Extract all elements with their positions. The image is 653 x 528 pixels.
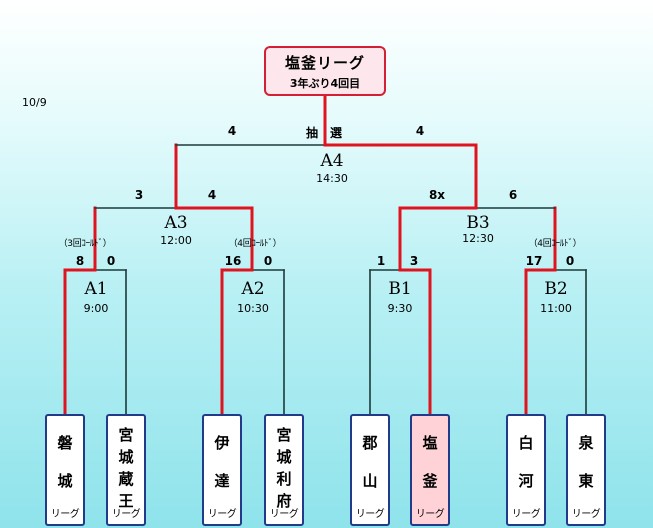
team-league: リーグ: [111, 509, 141, 520]
a1-match-time: 9:00: [83, 302, 109, 315]
team-box: 泉東 リーグ: [566, 414, 606, 526]
champion-subtitle: 3年ぶり4回目: [289, 77, 361, 90]
team-name: 伊達: [214, 434, 230, 490]
b1-score-right: 3: [409, 254, 419, 268]
a1-score-right: 0: [106, 254, 116, 268]
a1-score-left: 8: [75, 254, 85, 268]
team-name: 宮城蔵王: [118, 426, 134, 510]
team-box: 宮城利府 リーグ: [264, 414, 304, 526]
date-label: 10/9: [22, 96, 47, 109]
a2-note: （4回ｺｰﾙﾄﾞ）: [228, 239, 282, 249]
b3-score-left: 8x: [428, 188, 446, 202]
a2-match-name: A2: [241, 279, 265, 299]
team-league: リーグ: [207, 509, 237, 520]
team-box: 宮城蔵王 リーグ: [106, 414, 146, 526]
b3-match-name: B3: [466, 213, 490, 233]
team-box: 白河 リーグ: [506, 414, 546, 526]
a3-match-time: 12:00: [160, 234, 192, 247]
team-league: リーグ: [415, 509, 445, 520]
b2-score-left: 17: [525, 254, 543, 268]
a4-match-name: A4: [320, 151, 344, 171]
draw-label: 抽 選: [306, 126, 343, 140]
a2-match-time: 10:30: [237, 302, 269, 315]
team-name: 塩釜: [422, 434, 438, 490]
champion-box: 塩釜リーグ 3年ぶり4回目: [264, 46, 386, 96]
a3-match-name: A3: [164, 213, 188, 233]
team-name: 郡山: [362, 434, 378, 490]
team-name: 宮城利府: [276, 426, 292, 510]
team-league: リーグ: [355, 509, 385, 520]
b2-note: （4回ｺｰﾙﾄﾞ）: [528, 239, 582, 249]
b1-match-time: 9:30: [387, 302, 413, 315]
team-league: リーグ: [511, 509, 541, 520]
team-name: 白河: [518, 434, 534, 490]
team-league: リーグ: [571, 509, 601, 520]
team-box: 磐城 リーグ: [45, 414, 85, 526]
b2-match-time: 11:00: [540, 302, 572, 315]
a2-score-left: 16: [224, 254, 242, 268]
a4-score-left: 4: [227, 124, 237, 138]
a1-match-name: A1: [84, 279, 108, 299]
team-box-highlighted: 塩釜 リーグ: [410, 414, 450, 526]
team-league: リーグ: [269, 509, 299, 520]
team-name: 泉東: [578, 434, 594, 490]
b3-score-right: 6: [508, 188, 518, 202]
b2-score-right: 0: [565, 254, 575, 268]
b1-score-left: 1: [376, 254, 386, 268]
a4-match-time: 14:30: [316, 172, 348, 185]
a2-score-right: 0: [263, 254, 273, 268]
a1-note: （3回ｺｰﾙﾄﾞ）: [58, 239, 112, 249]
team-name: 磐城: [57, 434, 73, 490]
a4-score-right: 4: [415, 124, 425, 138]
a3-score-left: 3: [134, 188, 144, 202]
a3-score-right: 4: [207, 188, 217, 202]
b1-match-name: B1: [388, 279, 412, 299]
b2-match-name: B2: [544, 279, 568, 299]
team-league: リーグ: [50, 509, 80, 520]
team-box: 郡山 リーグ: [350, 414, 390, 526]
team-box: 伊達 リーグ: [202, 414, 242, 526]
champion-title: 塩釜リーグ: [284, 54, 365, 72]
b3-match-time: 12:30: [462, 232, 494, 245]
